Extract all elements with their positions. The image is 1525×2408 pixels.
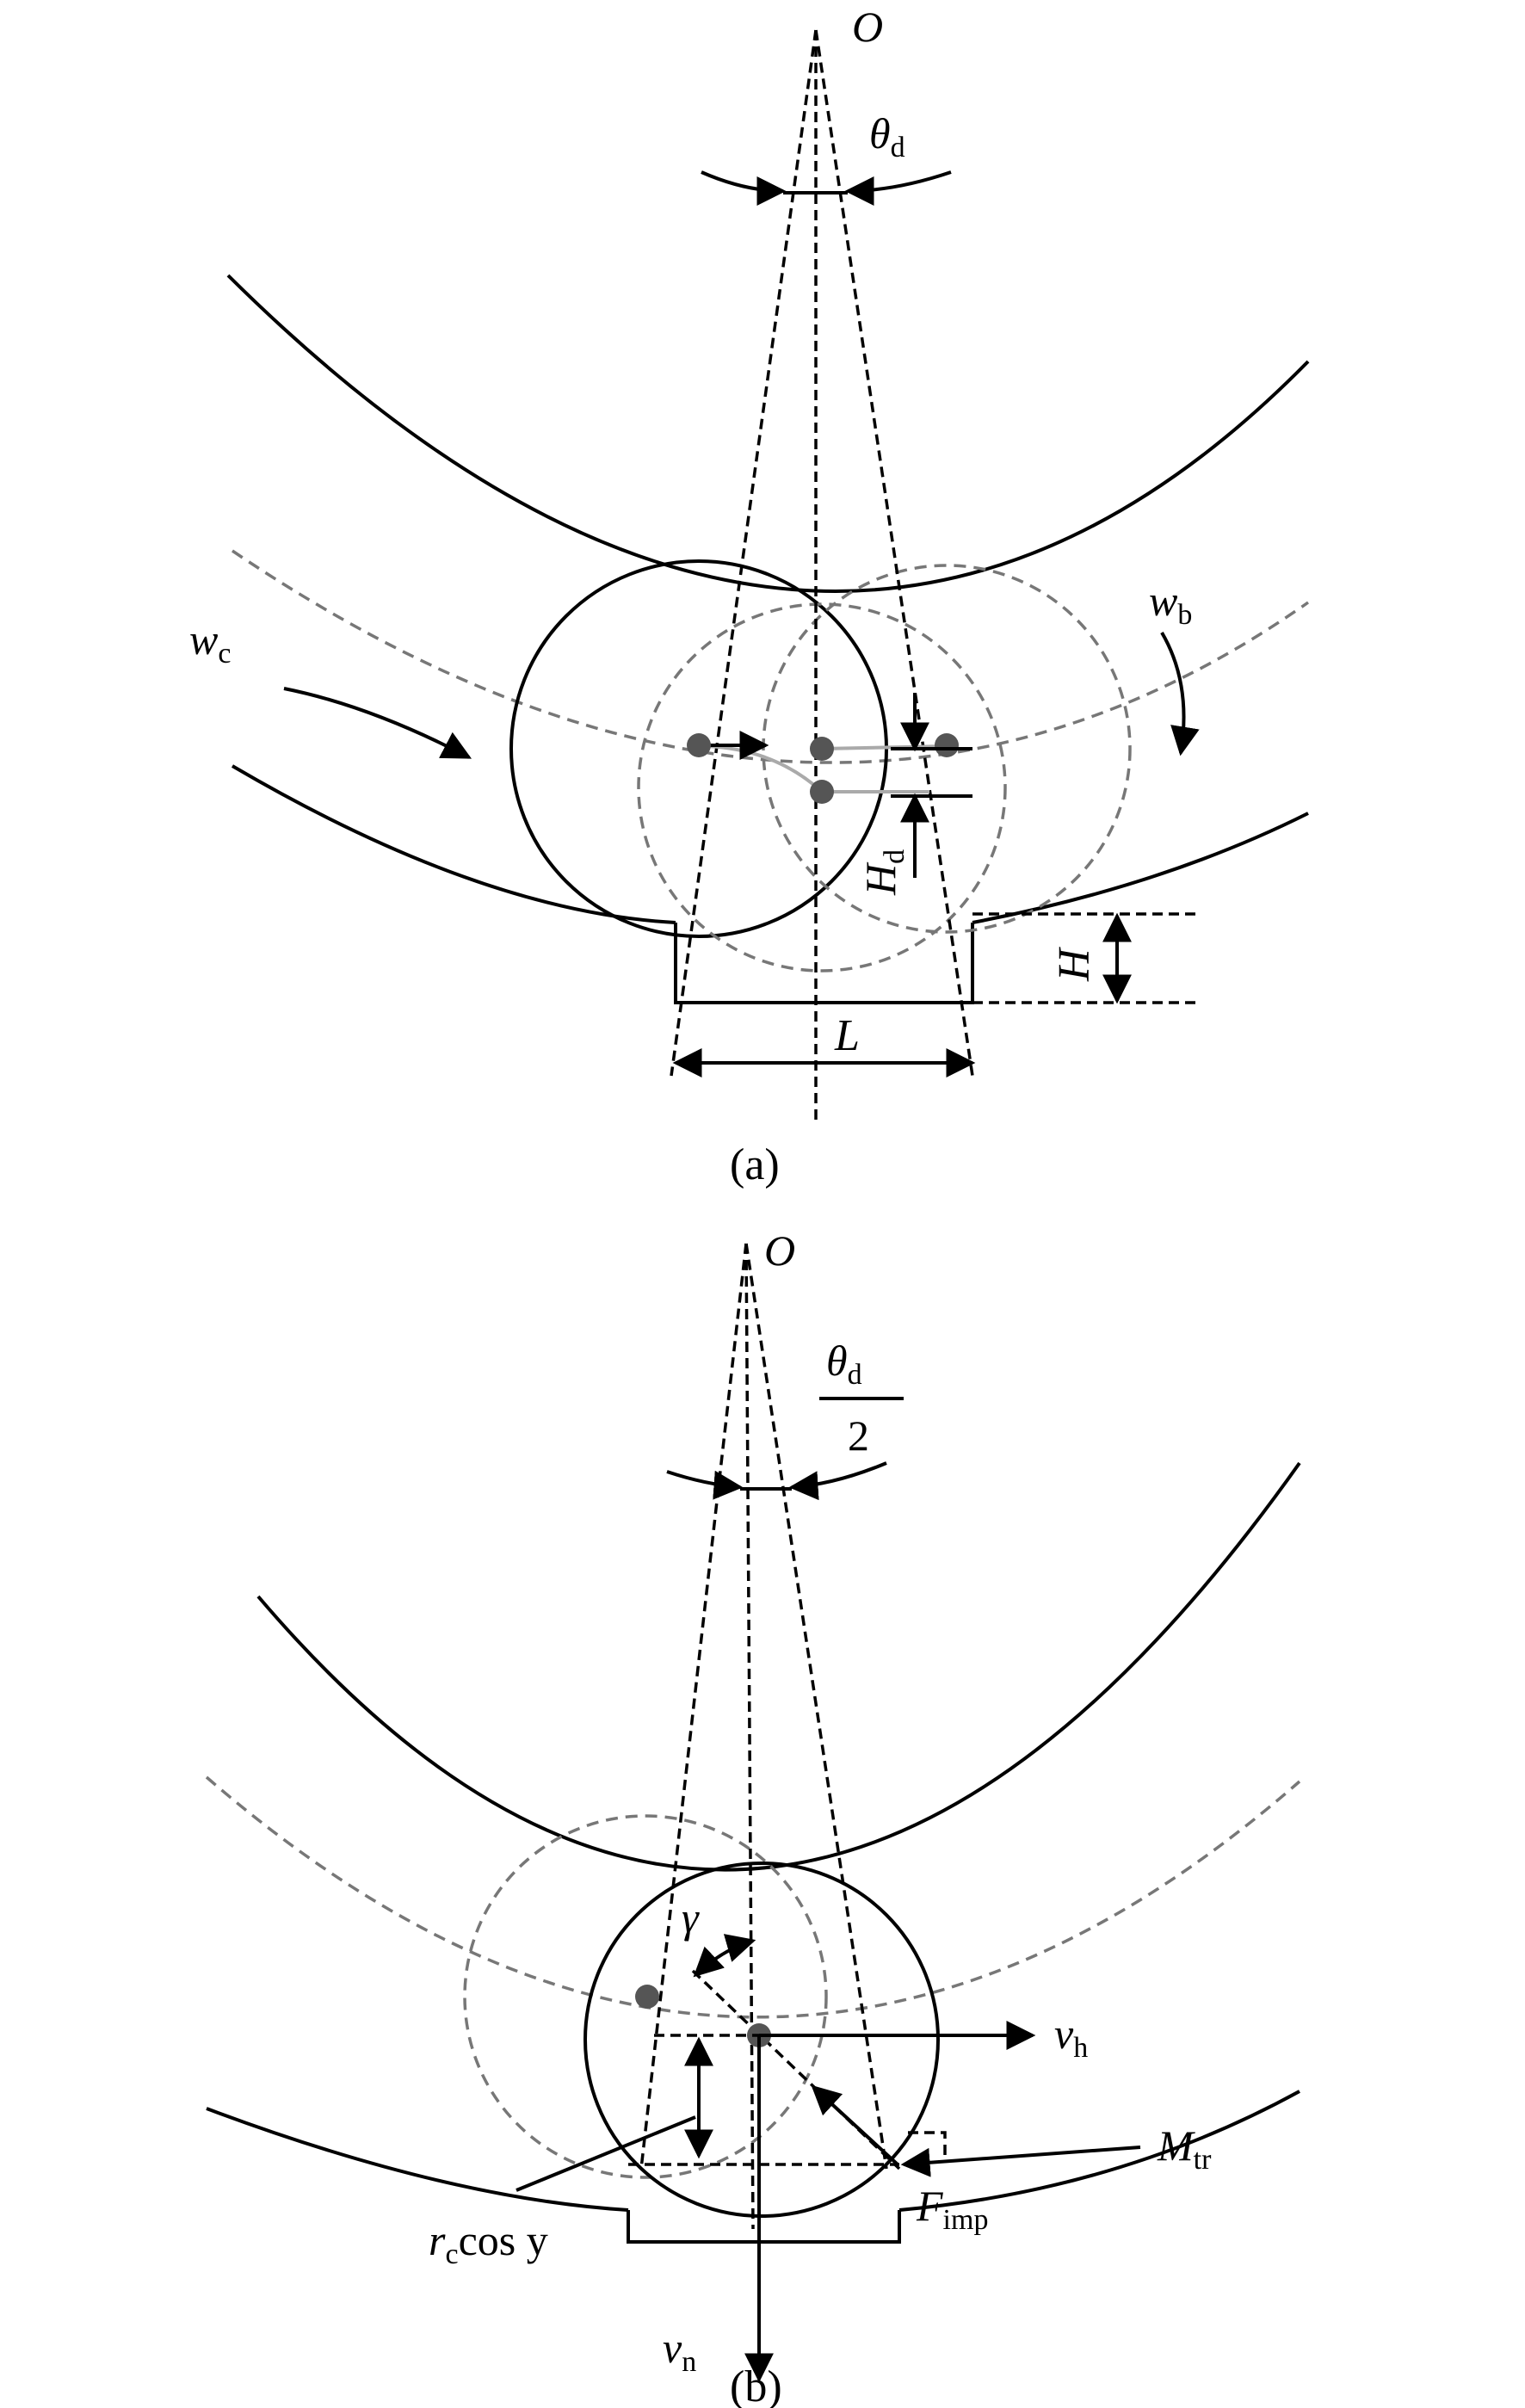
h-label: H xyxy=(1050,947,1099,982)
fimp-label: Fimp xyxy=(916,2182,988,2236)
wb-arrow xyxy=(1160,631,1200,756)
radial-line-right xyxy=(814,29,974,1077)
pitch-arc xyxy=(232,549,1310,764)
theta-half-arc-right xyxy=(788,1461,887,1501)
roller-ghost-b xyxy=(463,1814,828,2179)
caption-b: (b) xyxy=(730,2362,782,2408)
roller-center-dot-2 xyxy=(810,737,834,761)
origin-label-a: O xyxy=(852,3,883,51)
svg-text:Hd: Hd xyxy=(856,849,911,896)
theta-half-label: θd 2 xyxy=(819,1337,904,1460)
panel-a: O θd wc wb Hd H L (a) xyxy=(189,3,1310,1189)
panel-b: O θd 2 γ vh vn Mtr Fimp rccos y (b) xyxy=(205,1226,1301,2408)
vn-label: vn xyxy=(663,2324,696,2378)
roller-solid-b xyxy=(583,1862,940,2218)
roller-center-dot-b1 xyxy=(635,1985,659,2009)
hd-label: Hd xyxy=(856,849,911,896)
gamma-label: γ xyxy=(682,1893,700,1942)
roller-center-dot-1 xyxy=(687,733,711,757)
gamma-arc xyxy=(693,1934,756,1978)
roller-center-dot-3 xyxy=(810,780,834,804)
wc-arrow xyxy=(283,687,472,759)
theta-arc-right xyxy=(844,170,952,206)
defect-notch-b xyxy=(627,2210,901,2244)
fimp-arrow xyxy=(811,2084,899,2166)
outer-race-arc xyxy=(226,274,1310,593)
wb-label: wb xyxy=(1149,577,1192,631)
inner-race-arc-left xyxy=(231,764,676,924)
caption-a: (a) xyxy=(730,1140,780,1189)
radial-line-b-center xyxy=(744,1243,755,2230)
mtr-arrow xyxy=(900,2146,1141,2177)
outer-race-arc-b xyxy=(256,1461,1301,1872)
theta-arc-left xyxy=(701,170,787,206)
l-label: L xyxy=(834,1011,860,1060)
svg-text:H: H xyxy=(1050,947,1099,982)
origin-label-b: O xyxy=(764,1226,795,1275)
defect-notch xyxy=(674,923,974,1004)
theta-label-a: θd xyxy=(869,109,905,164)
radial-line-b-right xyxy=(744,1243,888,2170)
radial-line-b-left xyxy=(639,1243,748,2170)
rc-leader xyxy=(516,2115,696,2192)
roller-ghost-1 xyxy=(637,602,1007,972)
mtr-corner xyxy=(908,2131,947,2156)
pitch-arc-b xyxy=(205,1775,1301,2019)
vh-label: vh xyxy=(1054,2010,1088,2064)
inner-race-arc-b-left xyxy=(206,2107,629,2212)
svg-text:θd: θd xyxy=(826,1337,862,1391)
roller-center-dot-4 xyxy=(935,733,959,757)
svg-text:2: 2 xyxy=(848,1411,869,1460)
rc-label: rccos y xyxy=(429,2216,548,2270)
mtr-label: Mtr xyxy=(1157,2121,1212,2176)
radial-line-left xyxy=(670,29,818,1077)
inner-race-arc-right xyxy=(972,812,1309,924)
inner-race-arc-b-right xyxy=(898,2090,1300,2212)
wc-label: wc xyxy=(189,615,231,670)
theta-half-arc-left xyxy=(666,1470,744,1500)
